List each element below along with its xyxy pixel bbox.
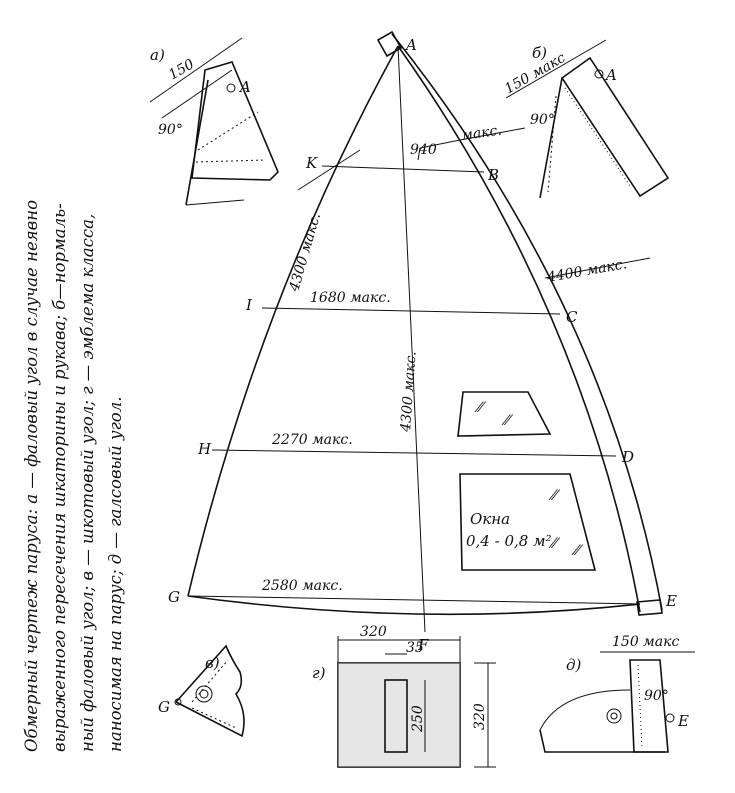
sail-leech-outer xyxy=(391,33,663,611)
point-H: H xyxy=(197,440,212,458)
dim-940: 940 xyxy=(410,142,437,158)
detail-a-point: A xyxy=(238,78,251,96)
windows-area: 0,4 - 0,8 м² xyxy=(466,532,552,550)
sail-foot xyxy=(187,595,641,616)
caption-line-3: ный фаловый угол; в — шкотовый угол; г —… xyxy=(78,214,97,752)
sail-leech xyxy=(397,45,641,613)
dim-2580: 2580 макс. xyxy=(261,578,343,594)
svg-text:⁄⁄: ⁄⁄ xyxy=(571,543,583,559)
detail-b-label: б) xyxy=(532,44,547,62)
dim-leech: 4400 макс. xyxy=(545,256,628,286)
top-dim-line xyxy=(417,127,526,161)
caption-line-1: Обмерный чертеж паруса: а — фаловый угол… xyxy=(22,200,41,752)
point-K: K xyxy=(305,154,318,172)
point-I: I xyxy=(245,296,253,314)
detail-a-angle: 90° xyxy=(158,122,183,138)
detail-a: а) A 150 90° xyxy=(149,37,279,206)
point-E: E xyxy=(665,592,677,610)
detail-d-dim: 150 макс xyxy=(612,634,679,650)
detail-g: г) 320 35 320 250 xyxy=(312,624,496,768)
sail-outline xyxy=(187,30,663,633)
point-C: C xyxy=(566,308,578,326)
point-G: G xyxy=(168,588,180,606)
dim-centre: 4300 макс. xyxy=(398,351,420,434)
sail-dimensions: 940 макс. 4300 макс. 4300 макс. 4400 мак… xyxy=(261,122,628,594)
caption-line-2: выраженного пересечения шкаторины и рука… xyxy=(50,203,69,752)
width-IC xyxy=(261,307,561,315)
point-labels: A B C D E F G H I K xyxy=(168,36,677,654)
detail-d-angle: 90° xyxy=(644,688,669,704)
detail-d-point: E xyxy=(677,712,689,730)
width-HD xyxy=(211,449,617,457)
caption: Обмерный чертеж паруса: а — фаловый угол… xyxy=(22,200,125,752)
head-board xyxy=(376,30,403,58)
dim-1680: 1680 макс. xyxy=(310,290,391,306)
window-lower xyxy=(459,473,597,571)
detail-b-angle: 90° xyxy=(530,112,555,128)
svg-text:⁄⁄: ⁄⁄ xyxy=(474,400,486,416)
point-B: B xyxy=(487,166,499,184)
detail-g-inner: 35 xyxy=(406,640,424,656)
detail-v-point: G xyxy=(158,698,170,716)
detail-v-label: в) xyxy=(205,654,220,672)
detail-g-width: 320 xyxy=(360,624,387,640)
window-upper xyxy=(457,391,552,437)
detail-g-bar: 250 xyxy=(410,705,426,733)
detail-d-label: д) xyxy=(566,656,582,674)
detail-g-height: 320 xyxy=(472,703,488,730)
luff-dim-line xyxy=(297,149,361,191)
detail-v: в) G xyxy=(158,644,245,738)
windows: ⁄⁄ ⁄⁄ ⁄⁄ ⁄⁄ ⁄⁄ Окна 0,4 - 0,8 м² xyxy=(457,391,597,571)
detail-d: д) 150 макс 90° E xyxy=(539,634,695,753)
point-D: D xyxy=(621,448,634,466)
detail-b-point: A xyxy=(604,66,617,84)
detail-a-dim: 150 xyxy=(166,56,197,83)
svg-text:⁄⁄: ⁄⁄ xyxy=(501,413,513,429)
foot-chord xyxy=(187,595,641,605)
centre-line xyxy=(397,45,426,633)
windows-label: Окна xyxy=(470,510,510,528)
sail-luff xyxy=(187,45,399,597)
leech-dim-line xyxy=(544,257,651,279)
svg-text:⁄⁄: ⁄⁄ xyxy=(548,488,560,504)
dim-luff: 4300 макс. xyxy=(286,211,324,294)
dim-940-max: макс. xyxy=(460,122,502,143)
width-KB xyxy=(321,165,485,173)
detail-g-label: г) xyxy=(312,664,326,682)
caption-line-4: наносимая на парус; д — галсовый угол. xyxy=(106,397,125,752)
dim-2270: 2270 макс. xyxy=(271,432,353,448)
clew-board xyxy=(636,599,663,616)
detail-a-label: а) xyxy=(150,46,165,64)
detail-b: б) A 150 макс 90° xyxy=(502,39,670,199)
point-A: A xyxy=(404,36,417,54)
